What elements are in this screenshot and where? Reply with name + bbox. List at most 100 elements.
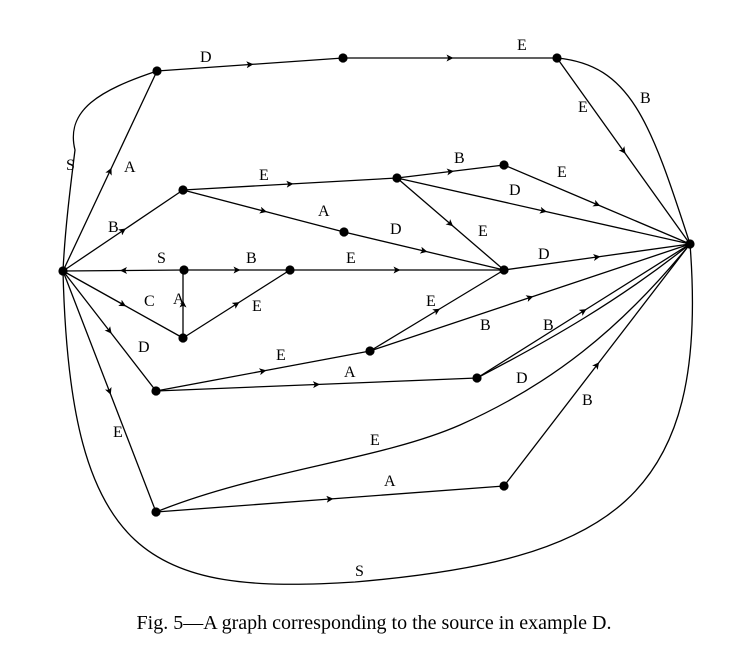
edge-tail-e-n14-n18 [583, 243, 691, 312]
edge-tail-e-n13-n12 [262, 350, 371, 372]
edge-e-n0-n9 [62, 270, 127, 307]
edge-tail-e-n5-n6 [450, 164, 505, 173]
edge-label: B [640, 90, 651, 107]
graph-node-n7 [339, 227, 349, 237]
edge-label: B [246, 250, 257, 267]
edge-label: S [66, 157, 75, 174]
edge-tail-e-n7-n11 [423, 250, 505, 271]
edge-label: E [113, 424, 123, 441]
edge-e-n5-n6 [396, 168, 454, 179]
edge-e-n12-n18 [369, 295, 534, 352]
edge-label: E [259, 167, 269, 184]
edge-label: D [390, 221, 402, 238]
edge-e-n14-n18 [476, 309, 587, 379]
edge-label: D [509, 182, 521, 199]
edge-e-n5-n18 [396, 177, 547, 214]
edge-label: A [344, 364, 356, 381]
edge-tail-e-n0-n4 [122, 189, 184, 232]
edge-tail-e-n5-n18 [543, 210, 691, 245]
graph-node-n15 [151, 507, 161, 517]
graph-node-n1 [152, 66, 162, 76]
edge-tail-e-n11-n18 [596, 243, 691, 258]
graph-node-n0 [58, 266, 68, 276]
edge-tail-e-n13-n14 [316, 377, 478, 386]
edge-label: A [318, 203, 330, 220]
edge-label: E [252, 298, 262, 315]
edge-e-n3-n18 [556, 57, 693, 248]
graph-node-n11 [499, 265, 509, 275]
edge-e-n0-n1 [62, 167, 112, 272]
edge-label: B [454, 150, 465, 167]
graph-node-n6 [499, 160, 509, 170]
edge-label: B [108, 219, 119, 236]
edge-tail-e-n1-n2 [249, 57, 344, 66]
graph-node-n4 [178, 185, 188, 195]
graph-node-n3 [552, 53, 562, 63]
edge-e-n13-n12 [155, 368, 267, 392]
graph-node-n12 [365, 346, 375, 356]
edge-tail-e-n16-n18 [596, 243, 691, 366]
edge-label: D [200, 49, 212, 66]
edge-label: D [138, 339, 150, 356]
edge-label: B [543, 317, 554, 334]
edge-e-n4-n7 [182, 189, 267, 214]
edge-label: A [384, 473, 396, 490]
edge-tail-e-n5-n11 [450, 223, 505, 271]
edge-label: E [517, 37, 527, 54]
edge-e-n12-n11 [369, 308, 440, 352]
edge-label: A [173, 291, 185, 308]
edge-label: S [355, 563, 364, 580]
edge-e-n18-n0 [59, 243, 694, 585]
edge-e-n7-n11 [343, 231, 428, 254]
edge-e-n11-n18 [503, 254, 601, 271]
edge-tail-e-n9-n10 [236, 269, 291, 305]
edge-tail-e-n0-n13 [108, 330, 157, 392]
edge-label: B [582, 392, 593, 409]
graph-node-n14 [472, 373, 482, 383]
edge-tail-e-n12-n18 [529, 243, 691, 299]
graph-node-n13 [151, 386, 161, 396]
edge-tail-e-n0-n9 [122, 303, 184, 339]
graph-node-n8 [179, 265, 189, 275]
edge-label: E [557, 164, 567, 181]
edge-e-n4-n5 [182, 180, 294, 191]
edge-e-n6-n18 [503, 164, 601, 207]
edge-e-n14-n18b [476, 241, 693, 379]
edge-e-n1-n2 [156, 61, 254, 72]
edge-label: D [516, 370, 528, 387]
graph-node-n10 [285, 265, 295, 275]
edge-tail-e-n0-n1 [109, 70, 158, 172]
figure-caption: Fig. 5—A graph corresponding to the sour… [136, 612, 612, 634]
edge-label: S [157, 250, 166, 267]
edge-tail-e-n4-n7 [263, 210, 345, 233]
edge-label: E [276, 347, 286, 364]
edge-tail-e-n6-n18 [596, 203, 691, 245]
graph-node-n16 [499, 481, 509, 491]
graph-node-n18 [685, 239, 695, 249]
edge-tail-e-n8-n0 [62, 269, 124, 272]
edge-label: E [370, 432, 380, 449]
graph-node-n9 [178, 333, 188, 343]
edge-e-n0-n13 [62, 270, 112, 334]
edge-e-n3-n18b [556, 57, 626, 154]
edge-e-n13-n14 [155, 381, 320, 392]
edge-label: C [144, 293, 155, 310]
edge-e-n0-n4 [62, 228, 126, 272]
graph-node-n2 [338, 53, 348, 63]
edge-e-n9-n10 [182, 302, 240, 339]
edge-tail-e-n0-n15 [108, 391, 157, 513]
edge-e-n16-n18 [503, 362, 600, 487]
edge-tail-e-n15-n16 [329, 485, 505, 500]
edge-label: E [478, 223, 488, 240]
edge-label: D [538, 246, 550, 263]
edge-label: B [480, 317, 491, 334]
graph-node-n5 [392, 173, 402, 183]
edge-e-n15-n16 [155, 495, 334, 513]
edge-label: E [578, 99, 588, 116]
edge-tail-e-n12-n11 [436, 269, 505, 312]
edge-e-n15-n18 [155, 241, 693, 513]
edge-label: A [124, 159, 136, 176]
edge-e-n0-n15 [62, 270, 112, 395]
edge-e-n8-n0 [120, 266, 185, 274]
